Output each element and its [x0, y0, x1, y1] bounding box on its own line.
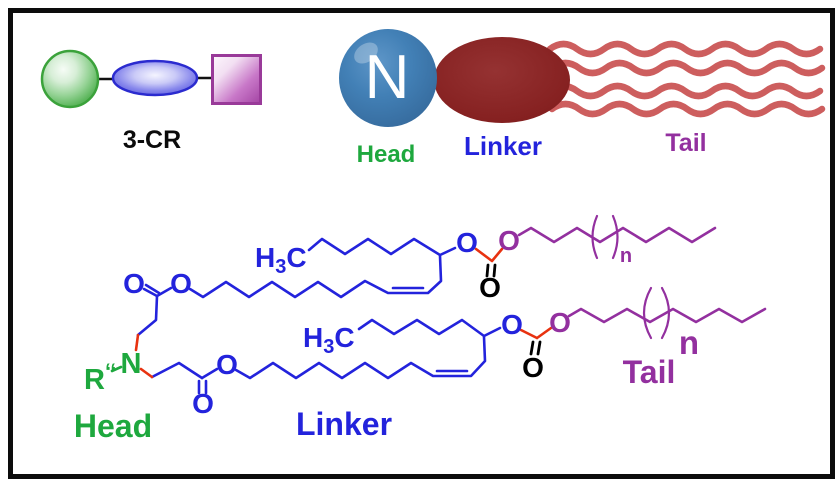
figure-frame — [8, 8, 835, 479]
molecule-atoms: O O O O O O O O O O N R‘‘ H3C H3C n n — [84, 225, 699, 419]
linker-ellipse-icon — [434, 37, 570, 123]
green-sphere-icon — [40, 49, 100, 109]
oxygen-atom: O — [479, 272, 501, 303]
upper-carbonate-bonds — [474, 247, 504, 263]
molecule-bonds-purple — [517, 214, 767, 340]
n-up-bond — [134, 333, 140, 352]
tail-wave — [546, 82, 824, 100]
upper-right-paren — [611, 214, 619, 260]
repeat-n-small: n — [620, 245, 632, 267]
tail-wave — [548, 59, 826, 77]
oxygen-atom: O — [123, 268, 145, 299]
oxygen-atom: O — [522, 352, 544, 383]
oxygen-atom: O — [216, 349, 238, 380]
molecule-bonds-red — [134, 247, 553, 379]
upper-main-chain — [188, 254, 443, 299]
methyl-sub: 3 — [275, 256, 286, 278]
lower-ester-carbonyl — [197, 379, 208, 395]
label-linker-top: Linker — [464, 131, 542, 161]
upper-carbinol-o-bond — [438, 246, 457, 257]
molecule-region-labels: Head Linker Tail — [74, 354, 676, 444]
oxygen-atom: O — [456, 227, 478, 258]
label-linker-bottom: Linker — [296, 406, 392, 442]
lower-methyl-chain — [357, 318, 486, 338]
r-primes: ‘‘ — [105, 359, 116, 384]
purple-square-icon — [211, 54, 262, 105]
lower-main-chain — [234, 335, 487, 380]
tail-wave — [548, 100, 826, 118]
lower-right-paren — [660, 286, 671, 340]
lower-carbonate-bonds — [519, 326, 553, 340]
upper-tail-chain — [517, 226, 717, 244]
r-to-n-bond — [110, 365, 123, 373]
upper-ester-o-bond — [155, 286, 173, 298]
methyl-h: H — [303, 322, 323, 353]
cartoon-3cr: 3-CR — [40, 49, 262, 154]
label-head-bottom: Head — [74, 408, 152, 444]
methyl-c: C — [286, 242, 306, 273]
methyl-h: H — [255, 242, 275, 273]
nitrogen-atom: N — [121, 348, 142, 380]
tail-wave — [546, 40, 824, 58]
head-n-symbol: N — [365, 43, 410, 112]
r-letter: R — [84, 364, 105, 396]
lower-carbonate-carbonyl — [529, 340, 542, 356]
label-tail-top: Tail — [665, 129, 706, 157]
oxygen-atom: O — [192, 388, 214, 419]
lower-left-paren — [642, 286, 653, 340]
label-3cr: 3-CR — [123, 126, 181, 154]
upper-left-paren — [591, 214, 599, 260]
repeat-n-large: n — [679, 324, 699, 361]
oxygen-atom: O — [549, 307, 571, 338]
cartoon-lipid: N Head Linker Tail — [339, 29, 826, 168]
upper-ester-to-n — [136, 294, 159, 337]
tail-waves-icon — [546, 40, 826, 118]
methyl-c: C — [334, 322, 354, 353]
lower-tail-chain — [567, 307, 767, 324]
label-tail-bottom: Tail — [623, 354, 676, 390]
n-to-lower-ester — [150, 361, 204, 380]
head-sphere-icon — [339, 29, 437, 127]
methyl-group-lower: H3C — [303, 322, 355, 358]
upper-methyl-chain — [307, 237, 442, 257]
oxygen-atom: O — [170, 268, 192, 299]
molecule-structure: O O O O O O O O O O N R‘‘ H3C H3C n n He… — [74, 214, 767, 444]
molecule-bonds-black — [485, 263, 542, 356]
oxygen-atom: O — [498, 225, 520, 256]
molecule-bonds-blue — [136, 237, 502, 395]
sphere-highlight — [354, 42, 378, 64]
lower-carbinol-o-bond — [482, 326, 502, 338]
r-group: R‘‘ — [84, 359, 116, 396]
lower-ester-o-bond — [200, 367, 219, 380]
upper-ester-carbonyl — [142, 283, 161, 298]
label-head-top: Head — [357, 141, 416, 168]
oxygen-atom: O — [501, 309, 523, 340]
methyl-sub: 3 — [323, 336, 334, 358]
blue-ellipse-icon — [111, 59, 199, 97]
methyl-group-upper: H3C — [255, 242, 307, 278]
n-right-bond — [139, 367, 154, 379]
upper-carbonate-carbonyl — [485, 263, 497, 278]
